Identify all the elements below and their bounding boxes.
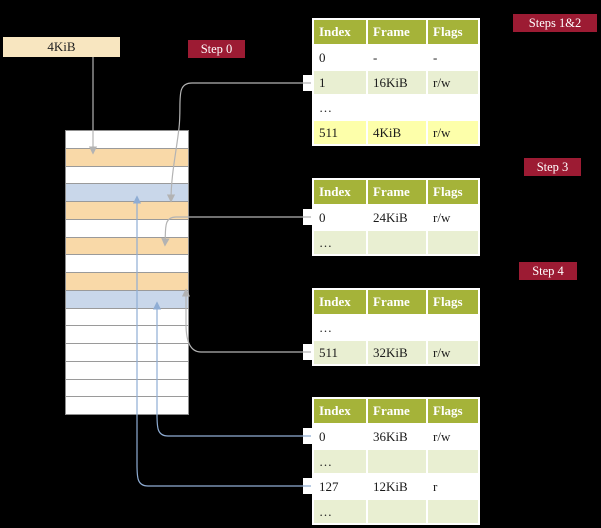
entry-flags: r/w [428, 206, 478, 229]
memory-frame-free [66, 166, 188, 185]
memory-frame-free [66, 255, 188, 273]
memory-frame-free [66, 397, 188, 414]
arrow-l2-entry511-to-32kib-frame [181, 288, 311, 353]
entry-flags [428, 450, 478, 473]
entry-index: 1 [314, 71, 366, 94]
entry-frame: 24KiB [368, 206, 426, 229]
connector-port [303, 428, 312, 444]
entry-frame [368, 450, 426, 473]
entry-frame: 16KiB [368, 71, 426, 94]
arrow-l4-entry1-to-16kib-frame [166, 82, 311, 203]
memory-frame-free [66, 344, 188, 362]
entry-index: 0 [314, 206, 366, 229]
column-header: Frame [368, 20, 426, 44]
connector-port [303, 209, 312, 225]
cr3-frame-box: 4KiB [3, 37, 120, 57]
entry-index: 0 [314, 425, 366, 448]
memory-frame-free [66, 361, 188, 380]
entry-frame: 32KiB [368, 341, 426, 364]
table-row: … [314, 316, 478, 339]
column-header: Index [314, 180, 366, 204]
column-header: Index [314, 20, 366, 44]
entry-flags: r/w [428, 425, 478, 448]
entry-flags [428, 96, 478, 119]
entry-flags [428, 231, 478, 254]
memory-frame-free [66, 379, 188, 398]
connector-port [303, 478, 312, 494]
entry-flags: r [428, 475, 478, 498]
column-header: Frame [368, 290, 426, 314]
entry-frame [368, 316, 426, 339]
entry-frame [368, 500, 426, 523]
entry-frame: 36KiB [368, 425, 426, 448]
memory-frame-data [66, 290, 188, 309]
physical-memory-strip [65, 130, 189, 415]
memory-frame-free [66, 219, 188, 238]
column-header: Frame [368, 399, 426, 423]
table-row: … [314, 450, 478, 473]
memory-frame-page-table [66, 202, 188, 220]
entry-index: 127 [314, 475, 366, 498]
table-row: … [314, 96, 478, 119]
entry-index: 511 [314, 121, 366, 144]
entry-frame: 12KiB [368, 475, 426, 498]
memory-frame-free [66, 326, 188, 344]
badge-steps-1-2: Steps 1&2 [513, 14, 597, 32]
entry-flags [428, 316, 478, 339]
memory-frame-data [66, 184, 188, 202]
column-header: Index [314, 290, 366, 314]
memory-frame-page-table [66, 237, 188, 256]
entry-flags: r/w [428, 341, 478, 364]
entry-index: … [314, 500, 366, 523]
table-row: … [314, 231, 478, 254]
column-header: Flags [428, 180, 478, 204]
entry-frame [368, 96, 426, 119]
column-header: Index [314, 399, 366, 423]
entry-frame: 4KiB [368, 121, 426, 144]
entry-flags: r/w [428, 121, 478, 144]
cr3-frame-label: 4KiB [47, 39, 76, 54]
badge-step-0: Step 0 [188, 40, 245, 58]
entry-flags [428, 500, 478, 523]
connector-port [303, 344, 312, 360]
connector-port [303, 75, 312, 91]
badge-step-3: Step 3 [524, 158, 581, 176]
entry-flags: - [428, 46, 478, 69]
column-header: Flags [428, 20, 478, 44]
memory-frame-free [66, 308, 188, 327]
entry-index: … [314, 231, 366, 254]
entry-index: 0 [314, 46, 366, 69]
column-header: Flags [428, 290, 478, 314]
entry-index: … [314, 450, 366, 473]
column-header: Flags [428, 399, 478, 423]
memory-frame-free [66, 131, 188, 149]
entry-index: … [314, 96, 366, 119]
column-header: Frame [368, 180, 426, 204]
table-row: … [314, 500, 478, 523]
entry-frame: - [368, 46, 426, 69]
entry-index: … [314, 316, 366, 339]
entry-flags: r/w [428, 71, 478, 94]
badge-step-4: Step 4 [519, 262, 577, 280]
memory-frame-page-table [66, 148, 188, 167]
entry-frame [368, 231, 426, 254]
memory-frame-page-table [66, 273, 188, 291]
entry-index: 511 [314, 341, 366, 364]
table-row: 0-- [314, 46, 478, 69]
